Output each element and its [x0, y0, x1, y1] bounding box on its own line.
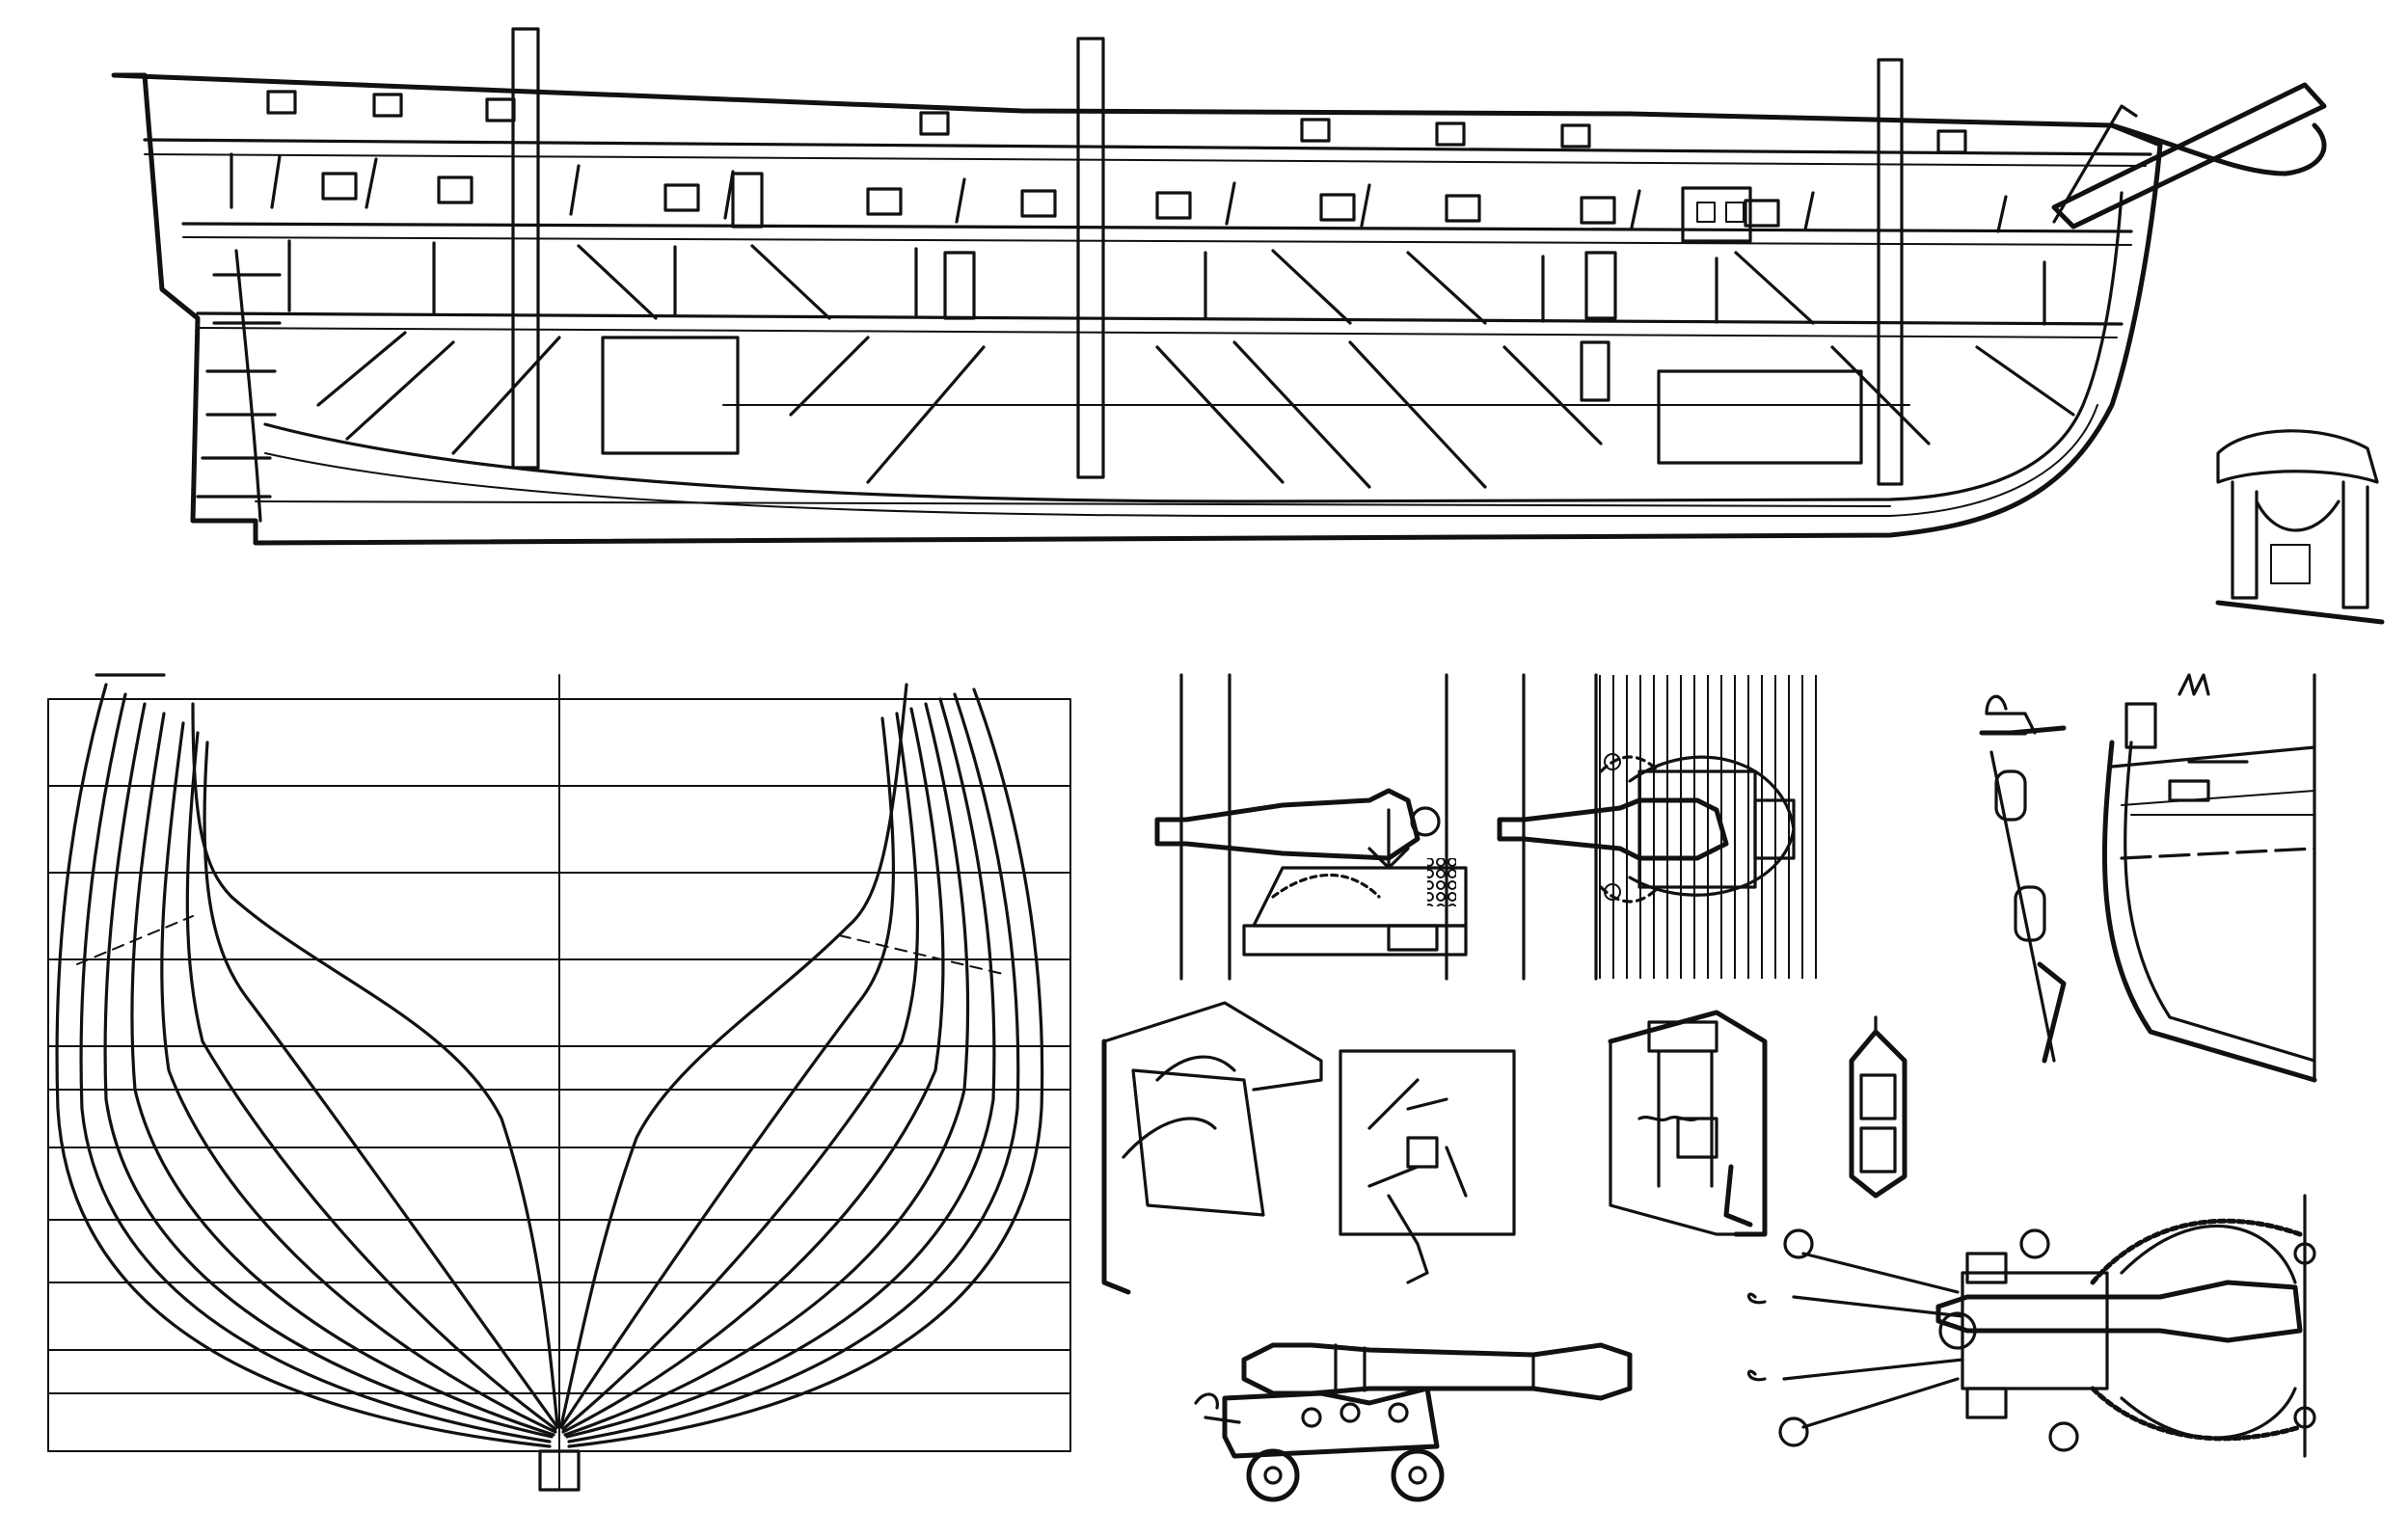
gun-breeching-top: [1497, 673, 1827, 981]
hull-longitudinal-section: [111, 27, 2327, 546]
gunport-row-middle: [321, 172, 1780, 228]
gun-tackle-top: [1746, 1194, 2316, 1458]
gun-port-section: [1979, 673, 2317, 1083]
gun-breeching-side: [1154, 673, 1468, 981]
lantern-detail: [1849, 1015, 1907, 1199]
ladder-companion: [731, 172, 1617, 402]
hatch-cover-detail: [2215, 429, 2385, 625]
hatch-coaming-detail: [1101, 1001, 1323, 1295]
grating-detail: [1339, 1049, 1516, 1284]
ladder-detail: [1608, 1010, 1768, 1237]
gunport-row-upper: [266, 90, 1967, 154]
body-plan: [47, 673, 1071, 1492]
carriage-gun-side: [1194, 1342, 1633, 1502]
